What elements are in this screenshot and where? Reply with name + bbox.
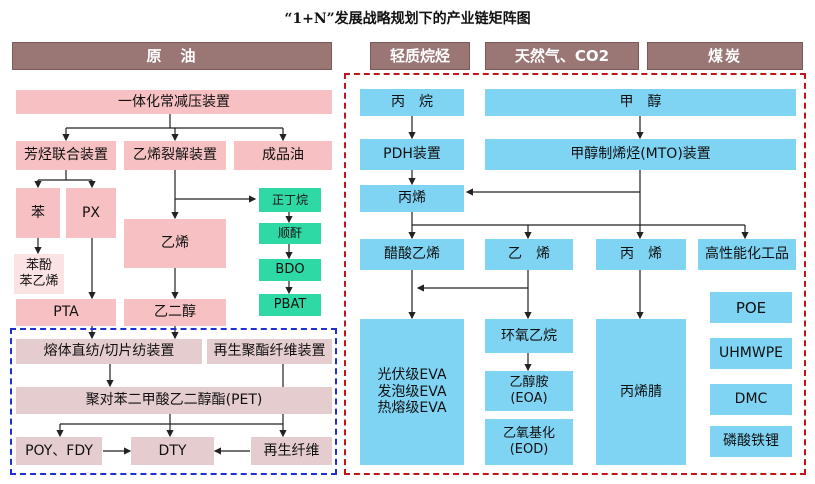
header-natgas-co2: 天然气、CO2 bbox=[485, 42, 639, 70]
eva-pv-label: 光伏级EVA bbox=[377, 366, 447, 383]
box-mto: 甲醇制烯烃(MTO)装置 bbox=[485, 139, 796, 170]
box-dmc: DMC bbox=[710, 384, 792, 415]
eod-abbr-label: (EOD) bbox=[509, 442, 549, 457]
eva-hotmelt-label: 热熔级EVA bbox=[377, 400, 447, 417]
box-aromatics-unit: 芳烃联合装置 bbox=[16, 141, 116, 170]
box-methanol: 甲 醇 bbox=[485, 89, 796, 116]
box-poy-fdy: POY、FDY bbox=[16, 437, 102, 465]
box-uhmwpe: UHMWPE bbox=[710, 338, 792, 369]
left-dashed-frame bbox=[10, 328, 337, 475]
box-propylene-top: 丙烯 bbox=[360, 185, 464, 212]
box-pta: PTA bbox=[16, 299, 116, 326]
box-lfp: 磷酸铁锂 bbox=[710, 426, 792, 457]
box-maleic-anhydride: 顺酐 bbox=[259, 223, 321, 244]
right-dashed-frame bbox=[344, 73, 806, 475]
box-ethylene-right: 乙 烯 bbox=[485, 239, 573, 270]
box-acrylonitrile: 丙烯腈 bbox=[596, 319, 686, 465]
box-ethylene-cracker: 乙烯裂解装置 bbox=[124, 141, 226, 170]
eod-cn-label: 乙氧基化 bbox=[502, 426, 555, 442]
eva-foam-label: 发泡级EVA bbox=[377, 383, 447, 400]
box-dty: DTY bbox=[131, 437, 214, 465]
box-poe: POE bbox=[710, 292, 792, 323]
box-pdh: PDH装置 bbox=[360, 139, 464, 170]
box-ethylene-oxide: 环氧乙烷 bbox=[485, 319, 573, 353]
box-melt-spinning: 熔体直纺/切片纺装置 bbox=[16, 339, 202, 364]
box-px: PX bbox=[66, 188, 116, 238]
eoa-cn-label: 乙醇胺 bbox=[509, 375, 549, 391]
box-pbat: PBAT bbox=[259, 294, 321, 316]
box-eva: 光伏级EVA 发泡级EVA 热熔级EVA bbox=[360, 319, 464, 465]
box-propane: 丙 烷 bbox=[360, 89, 464, 116]
box-bdo: BDO bbox=[259, 259, 321, 281]
box-ethylene: 乙烯 bbox=[124, 219, 226, 268]
box-phenol-styrene: 苯酚 苯乙烯 bbox=[14, 254, 64, 294]
box-recycled-fiber: 再生纤维 bbox=[251, 437, 332, 465]
box-pet: 聚对苯二甲酸乙二醇酯(PET) bbox=[16, 387, 332, 414]
eoa-abbr-label: (EOA) bbox=[510, 391, 548, 406]
phenol-label: 苯酚 bbox=[25, 258, 52, 274]
header-light-hydrocarbon: 轻质烷烃 bbox=[370, 42, 470, 70]
header-crude-oil: 原 油 bbox=[12, 42, 332, 70]
box-vinyl-acetate: 醋酸乙烯 bbox=[360, 239, 464, 270]
header-coal: 煤炭 bbox=[647, 42, 803, 70]
box-eod: 乙氧基化 (EOD) bbox=[485, 419, 573, 465]
box-n-butane: 正丁烷 bbox=[259, 188, 321, 212]
styrene-label: 苯乙烯 bbox=[19, 274, 59, 289]
box-eoa: 乙醇胺 (EOA) bbox=[485, 371, 573, 411]
diagram-title: “1+N”发展战略规划下的产业链矩阵图 bbox=[284, 11, 531, 27]
box-recycled-fiber-unit: 再生聚酯纤维装置 bbox=[207, 339, 332, 364]
box-propylene: 丙 烯 bbox=[596, 239, 686, 270]
box-high-perf-chem: 高性能化工品 bbox=[698, 239, 796, 270]
box-refinery: 一体化常减压装置 bbox=[16, 90, 332, 114]
box-benzene: 苯 bbox=[16, 188, 60, 238]
box-ethylene-glycol: 乙二醇 bbox=[124, 299, 226, 326]
box-refined-oil: 成品油 bbox=[234, 141, 332, 170]
